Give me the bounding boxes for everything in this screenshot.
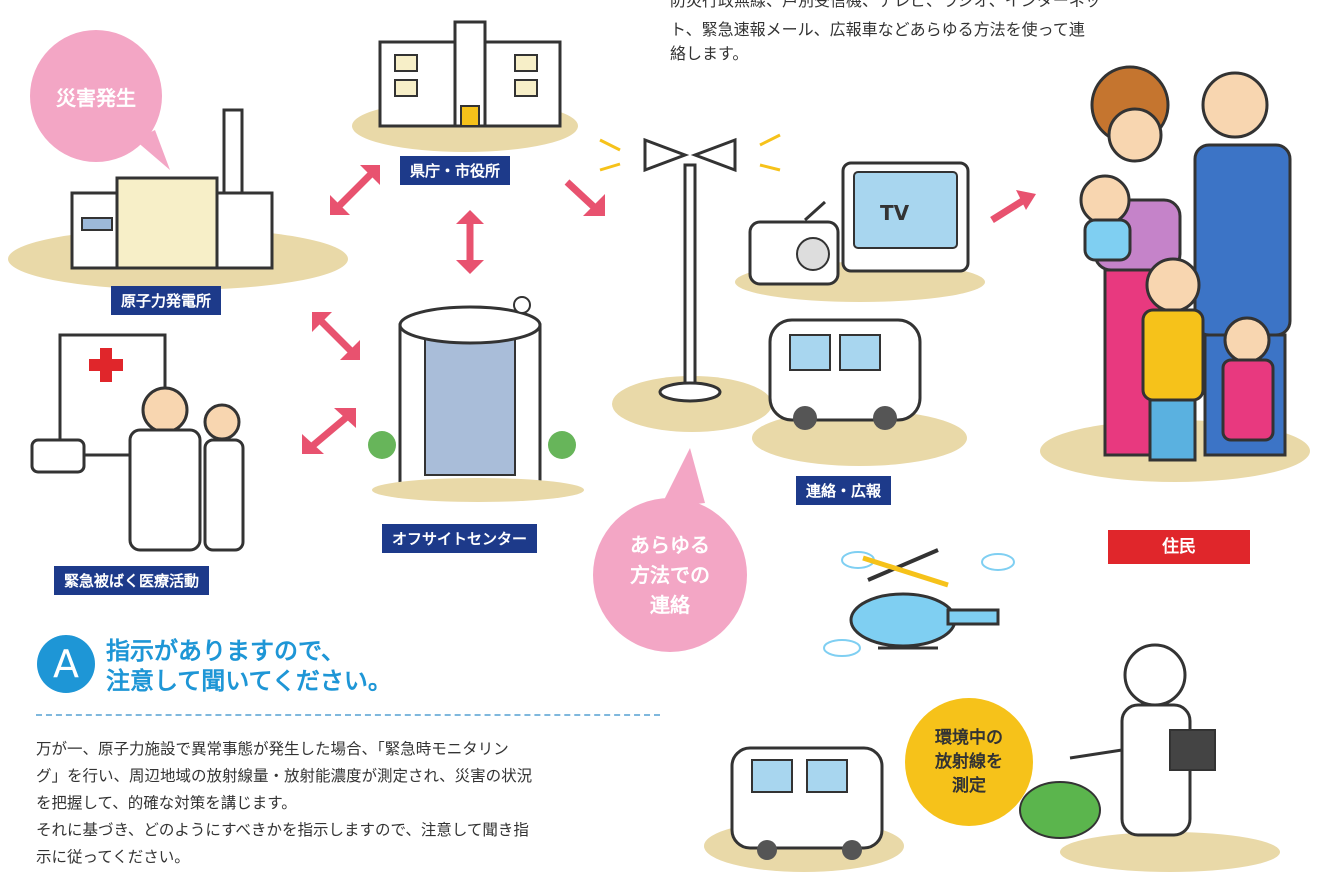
methods-bubble-tail [660,448,705,508]
prefecture-building-icon [378,20,562,128]
medical-label: 緊急被ばく医療活動 [54,566,210,595]
arrow-plant-prefecture [330,165,380,215]
residents-family-icon [1079,65,1292,462]
top-text-partial-line: 防災行政無線、戸別受信機、テレビ、ラジオ、インターネッ [670,0,1101,10]
section-a-circle: A [37,635,95,693]
methods-bubble-line2: 方法での [630,563,710,587]
methods-bubble-line3: 連絡 [650,593,690,617]
arrow-plant-offsite [312,312,360,360]
section-a-heading: 指示がありますので、 注意して聞いてください。 [106,636,392,696]
monitoring-van-icon [730,746,884,860]
disaster-bubble-text: 災害発生 [56,85,136,110]
arrow-prefecture-contact [564,179,605,216]
methods-bubble: あらゆる 方法での 連絡 [593,498,747,652]
tv-screen-text: TV [880,201,910,225]
section-a-body-line2: グ」を行い、周辺地域の放射線量・放射能濃度が測定され、災害の状況 [36,767,533,785]
section-a-body: 万が一、原子力施設で異常事態が発生した場合、「緊急時モニタリン グ」を行い、周辺… [36,736,676,871]
radio-icon [748,200,840,286]
section-a-body-line3: を把握して、的確な対策を講じます。 [36,794,297,812]
section-a-heading-line2: 注意して聞いてください。 [106,667,392,695]
environment-bubble-line2: 放射線を [935,752,1003,772]
environment-bubble: 環境中の 放射線を 測定 [905,698,1033,826]
section-a-body-line4: それに基づき、どのようにすべきかを指示しますので、注意して聞き指 [36,821,529,839]
arrow-prefecture-offsite [456,210,484,274]
disaster-bubble: 災害発生 [30,30,162,162]
nuclear-plant-icon [70,108,274,270]
methods-bubble-line1: あらゆる [630,533,710,557]
contact-label: 連絡・広報 [796,476,892,505]
section-a-divider [36,714,660,716]
worker-ground [1060,832,1280,872]
helicopter-icon [823,548,1015,657]
prefecture-label: 県庁・市役所 [400,156,511,185]
medical-hospital-icon [30,333,245,552]
pr-vehicle-icon [768,318,922,430]
environment-bubble-line3: 測定 [952,776,986,796]
section-a-body-line5: 示に従ってください。 [36,848,190,866]
offsite-ground [372,478,584,502]
disaster-bubble-tail [135,130,170,170]
arrow-contact-residents [990,190,1036,223]
measuring-worker-icon [1019,643,1216,839]
loudspeaker-pole-icon [599,133,781,403]
top-text-line2: ト、緊急速報メール、広報車などあらゆる方法を使って連 [670,20,1085,39]
residents-label: 住民 [1108,530,1250,564]
plant-label: 原子力発電所 [111,286,222,315]
offsite-label: オフサイトセンター [382,524,538,553]
top-text-line3: 絡します。 [670,44,749,63]
tv-icon: TV [841,161,970,273]
section-a-heading-line1: 指示がありますので、 [106,637,346,665]
arrow-medical-offsite [302,408,356,454]
offsite-center-icon [368,296,576,487]
section-a-body-line1: 万が一、原子力施設で異常事態が発生した場合、「緊急時モニタリン [36,740,509,758]
environment-bubble-line1: 環境中の [935,728,1003,748]
